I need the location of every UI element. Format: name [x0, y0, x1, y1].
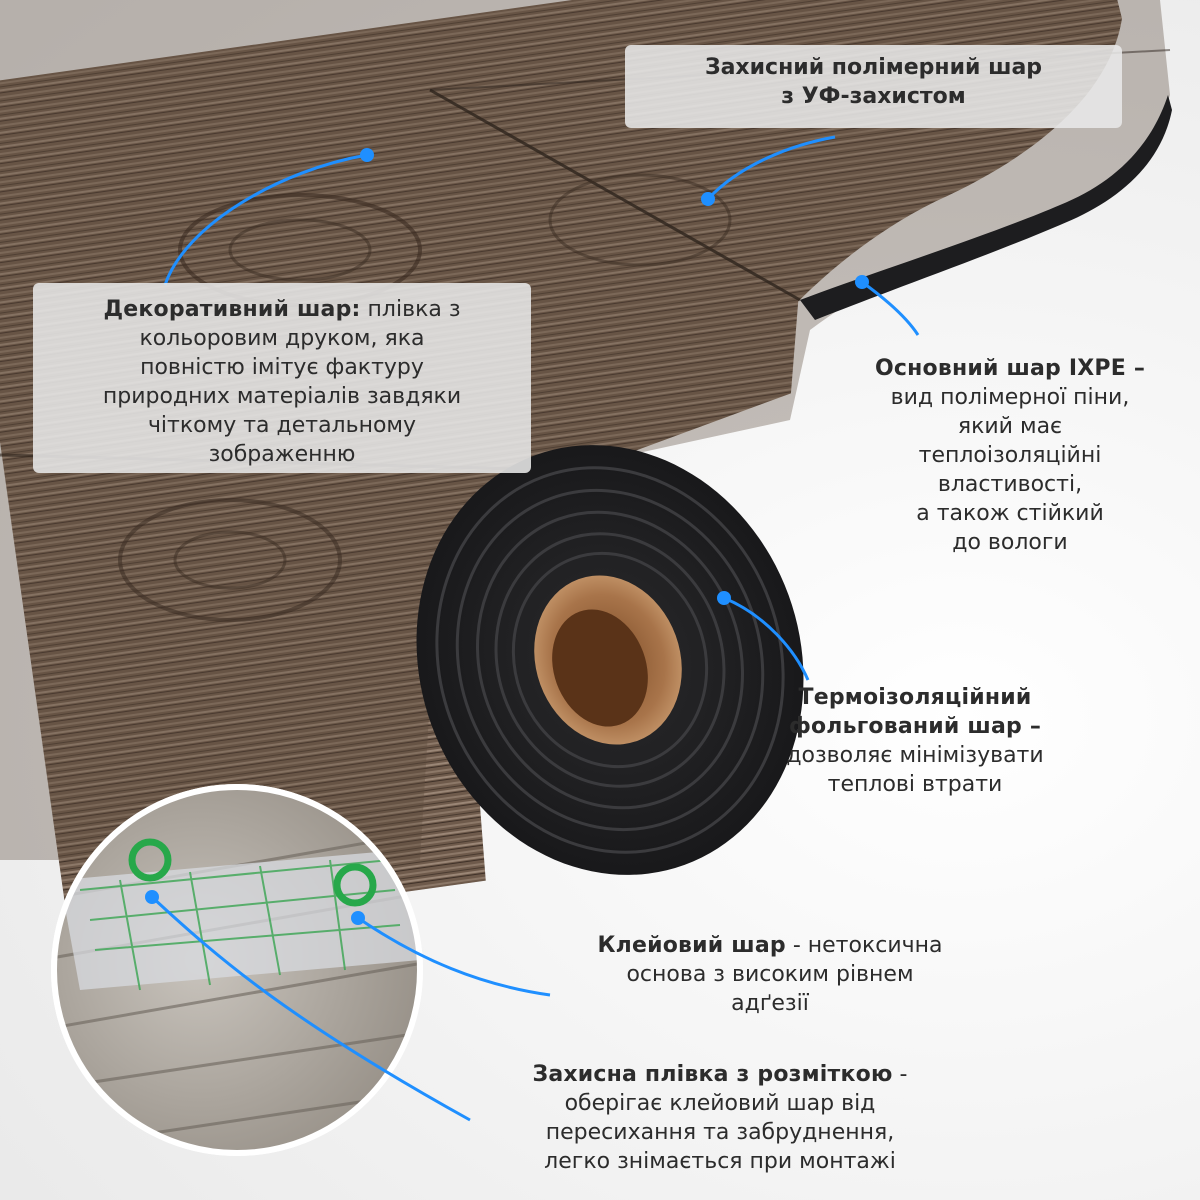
adhesive-line-1-text: - нетоксична	[785, 933, 943, 958]
decorative-line-4: природних матеріалів завдяки	[102, 384, 462, 409]
callout-adhesive-layer: Клейовий шар - нетоксична основа з висок…	[540, 931, 1000, 1018]
thermo-line-2: теплові втрати	[827, 772, 1003, 797]
adhesive-title: Клейовий шар	[597, 933, 786, 958]
adhesive-line-1: Клейовий шар - нетоксична	[540, 931, 1000, 960]
base-line-5: а також стійкий	[916, 501, 1104, 526]
decorative-title: Декоративний шар:	[103, 297, 361, 322]
wood-sheet	[0, 0, 1172, 940]
decorative-line-5: чіткому та детальному	[147, 413, 417, 438]
base-line-2: який має	[957, 414, 1063, 439]
foam-roll	[416, 445, 804, 875]
base-title: Основний шар IXPE –	[874, 356, 1146, 381]
callout-base-layer: Основний шар IXPE – вид полімерної піни,…	[850, 354, 1170, 557]
protective-line-2: з УФ-захистом	[781, 84, 966, 109]
callout-thermal-layer: Термоізоляційний фольгований шар – дозво…	[735, 683, 1095, 799]
callout-protective-film: Захисна плівка з розміткою - оберігає кл…	[470, 1060, 970, 1176]
base-line-4: властивості,	[937, 472, 1083, 497]
decorative-line-1: Декоративний шар: плівка з	[33, 295, 531, 324]
base-line-3: теплоізоляційні	[918, 443, 1102, 468]
film-line-3: пересихання та забруднення,	[545, 1120, 895, 1145]
film-line-4: легко знімається при монтажі	[544, 1149, 896, 1174]
film-line-1-text: -	[892, 1062, 908, 1087]
film-line-1: Захисна плівка з розміткою -	[470, 1060, 970, 1089]
film-title: Захисна плівка з розміткою	[532, 1062, 893, 1087]
protective-line-1: Захисний полімерний шар	[704, 55, 1043, 80]
decorative-line-2: кольоровим друком, яка	[139, 326, 425, 351]
base-line-1: вид полімерної піни,	[890, 385, 1130, 410]
callout-dots	[145, 148, 869, 925]
thermo-line-1: дозволяє мінімізувати	[786, 743, 1044, 768]
decorative-line-1-text: плівка з	[360, 297, 461, 322]
adhesive-line-3: адґезії	[731, 991, 809, 1016]
film-line-2: оберігає клейовий шар від	[564, 1091, 876, 1116]
thermo-title-2: фольгований шар –	[788, 714, 1042, 739]
decorative-line-6: зображенню	[208, 442, 356, 467]
callout-decorative-layer: Декоративний шар: плівка з кольоровим др…	[33, 283, 531, 473]
decorative-line-3: повністю імітує фактуру	[140, 355, 424, 380]
thermo-title-1: Термоізоляційний	[798, 685, 1032, 710]
adhesive-line-2: основа з високим рівнем	[626, 962, 914, 987]
base-line-6: до вологи	[952, 530, 1068, 555]
callout-protective-layer: Захисний полімерний шар з УФ-захистом	[625, 45, 1122, 128]
